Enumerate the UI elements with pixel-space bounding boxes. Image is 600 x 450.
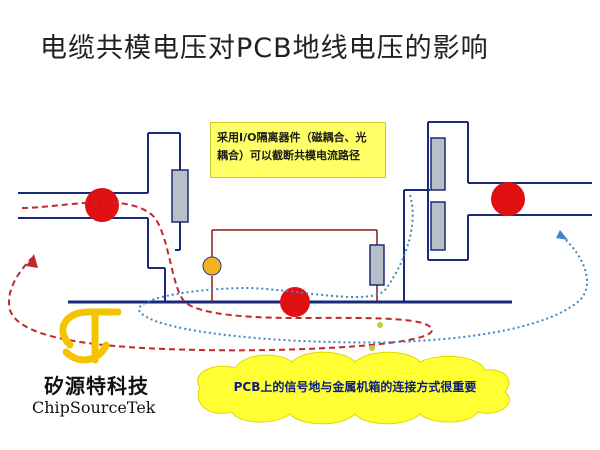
left-node-red: [85, 188, 119, 222]
left-resistor: [171, 169, 189, 223]
pcb-node-orange: [202, 256, 222, 276]
blue-arrowhead: [556, 230, 568, 240]
brand-logo-icon: [59, 308, 122, 364]
junction-dot: [377, 322, 383, 328]
note-line-1: 采用I/O隔离器件（磁耦合、光: [217, 131, 367, 144]
right-node-red: [491, 182, 525, 216]
junction-dot: [369, 345, 375, 351]
left-cable: [18, 132, 181, 302]
isolation-note: 采用I/O隔离器件（磁耦合、光 耦合）可以截断共模电流路径: [210, 122, 386, 178]
red-arrowhead: [26, 254, 38, 268]
right-isolator-top: [430, 137, 446, 191]
red-dashed-current-path: [8, 201, 434, 352]
brand-name-en: ChipSourceTek: [32, 398, 156, 417]
right-cable: [403, 121, 592, 302]
right-isolator-bottom: [430, 201, 446, 251]
pcb-node-red: [280, 287, 310, 317]
note-line-2: 耦合）可以截断共模电流路径: [217, 149, 360, 162]
blue-dotted-current-path: [137, 194, 589, 344]
page-title: 电缆共模电压对PCB地线电压的影响: [40, 33, 489, 64]
pcb-resistor: [369, 244, 385, 286]
brand-name-cn: 矽源特科技: [44, 374, 149, 398]
cloud-label: PCB上的信号地与金属机箱的连接方式很重要: [233, 380, 477, 394]
cloud-shape: [197, 351, 510, 425]
